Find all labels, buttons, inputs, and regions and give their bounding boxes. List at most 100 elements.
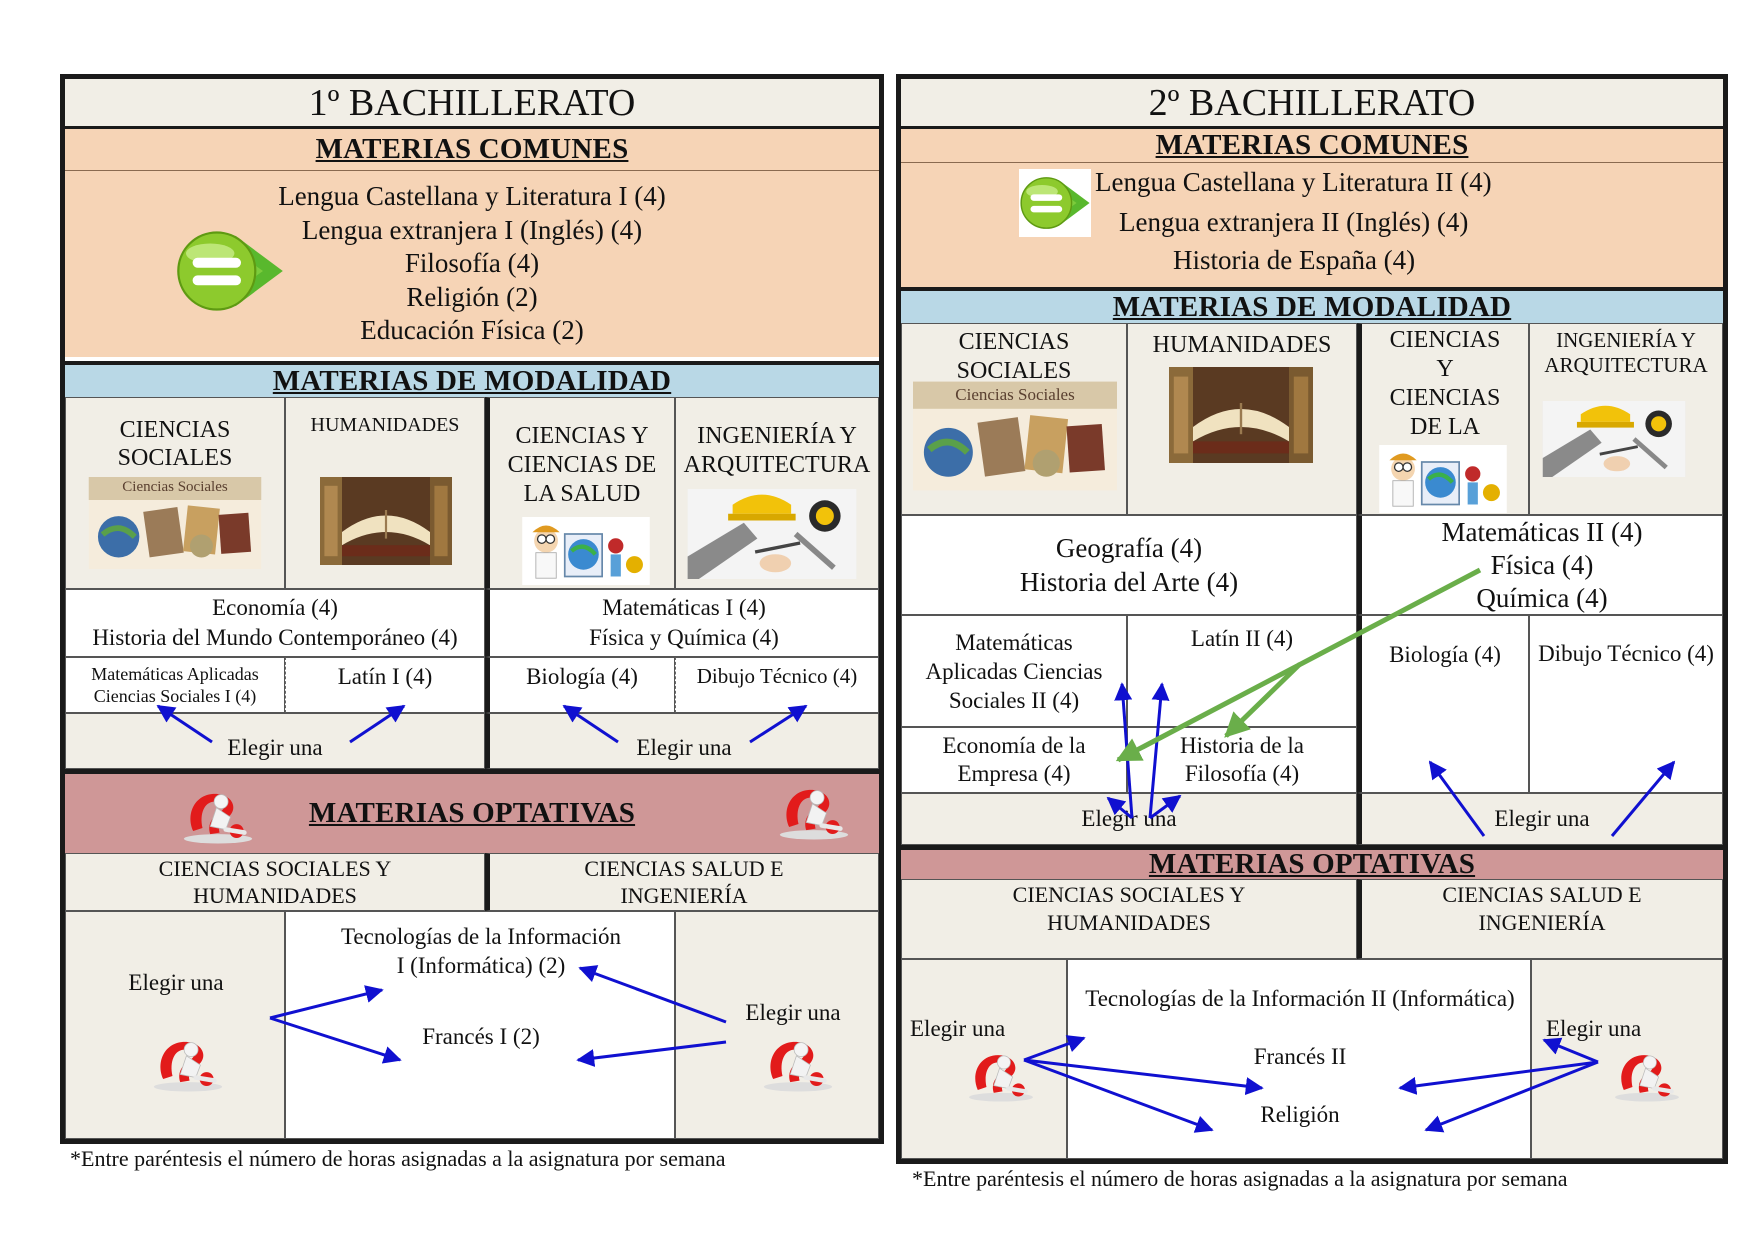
second-historia-filosofia-text: Historia de la Filosofía (4) bbox=[1180, 733, 1304, 786]
second-opt-tic: Tecnologías de la Información II (Inform… bbox=[1085, 986, 1515, 1011]
second-elegir-right: Elegir una bbox=[1357, 793, 1723, 845]
first-cc-ing-subjects: Matemáticas I (4) Física y Química (4) bbox=[485, 589, 879, 657]
question-figure-icon bbox=[757, 1031, 839, 1093]
first-comunes-list: Lengua Castellana y Literatura I (4) Len… bbox=[65, 171, 879, 357]
second-opt-frances: Francés II bbox=[1253, 1044, 1347, 1069]
second-social-collage: Ciencias Sociales bbox=[913, 381, 1117, 491]
equals-arrow-icon bbox=[175, 227, 285, 315]
first-elegir-left-text: Elegir una bbox=[227, 735, 323, 760]
first-opt-left: Elegir una bbox=[65, 911, 285, 1139]
second-historia-filosofia: Historia de la Filosofía (4) bbox=[1127, 727, 1357, 793]
first-comun-2: Lengua extranjera I (Inglés) (4) bbox=[301, 214, 643, 245]
first-dibujo: Dibujo Técnico (4) bbox=[675, 657, 879, 713]
first-opt-right: Elegir una bbox=[675, 911, 879, 1139]
first-mod-ccss-label: CIENCIAS SOCIALES bbox=[117, 417, 233, 471]
first-opt-left-elegir: Elegir una bbox=[128, 970, 224, 995]
second-opt-col2-text: CIENCIAS SALUD E INGENIERÍA bbox=[1442, 882, 1642, 935]
first-mat-aplicadas-text: Matemáticas Aplicadas Ciencias Sociales … bbox=[91, 664, 259, 706]
equals-arrow-icon bbox=[1019, 173, 1091, 233]
second-mat-aplicadas-text: Matemáticas Aplicadas Ciencias Sociales … bbox=[925, 629, 1103, 713]
second-quimica: Química (4) bbox=[1476, 582, 1608, 613]
second-biologia: Biología (4) bbox=[1357, 615, 1529, 793]
first-comun-5: Educación Física (2) bbox=[360, 315, 584, 346]
second-equals-frame bbox=[1019, 169, 1091, 237]
first-social-collage: Ciencias Sociales bbox=[87, 477, 263, 569]
second-matematicas-ii: Matemáticas II (4) bbox=[1441, 516, 1643, 547]
question-figure-icon bbox=[961, 1045, 1041, 1103]
question-figure-icon bbox=[1607, 1045, 1687, 1103]
first-elegir-right: Elegir una bbox=[485, 713, 879, 769]
first-economia: Economía (4) bbox=[212, 595, 338, 620]
second-opt-col1: CIENCIAS SOCIALES Y HUMANIDADES bbox=[901, 879, 1357, 959]
first-elegir-left: Elegir una bbox=[65, 713, 485, 769]
first-comun-3: Filosofía (4) bbox=[404, 248, 540, 279]
second-historia-arte: Historia del Arte (4) bbox=[1019, 567, 1239, 597]
second-comun-1: Lengua Castellana y Literatura II (4) bbox=[1095, 167, 1492, 197]
second-optativas-header: MATERIAS OPTATIVAS bbox=[901, 845, 1723, 880]
first-mod-hum-label: HUMANIDADES bbox=[310, 414, 460, 436]
first-dibujo-text: Dibujo Técnico (4) bbox=[696, 664, 858, 688]
first-opt-frances: Francés I (2) bbox=[422, 1024, 540, 1049]
second-mod-hum-label: HUMANIDADES bbox=[1152, 332, 1332, 358]
question-figure-icon bbox=[147, 1031, 229, 1093]
first-comun-1: Lengua Castellana y Literatura I (4) bbox=[278, 181, 666, 212]
first-historia-mundo: Historia del Mundo Contemporáneo (4) bbox=[92, 625, 458, 650]
first-matematicas-i: Matemáticas I (4) bbox=[602, 595, 766, 620]
second-comun-3: Historia de España (4) bbox=[1173, 245, 1416, 275]
engineering-tools-icon bbox=[685, 489, 859, 579]
second-latin: Latín II (4) bbox=[1127, 615, 1357, 727]
second-ccss-hum-subjects: Geografía (4) Historia del Arte (4) bbox=[901, 515, 1357, 615]
books-icon bbox=[1163, 367, 1319, 463]
second-elegir-left-text: Elegir una bbox=[1081, 806, 1177, 831]
first-mat-aplicadas: Matemáticas Aplicadas Ciencias Sociales … bbox=[65, 657, 285, 713]
first-latin-text: Latín I (4) bbox=[337, 664, 433, 689]
first-biologia: Biología (4) bbox=[485, 657, 675, 713]
second-dibujo-text: Dibujo Técnico (4) bbox=[1538, 641, 1714, 666]
second-comunes-header: MATERIAS COMUNES bbox=[901, 129, 1723, 163]
second-dibujo: Dibujo Técnico (4) bbox=[1529, 615, 1723, 793]
second-year-title: 2º BACHILLERATO bbox=[901, 79, 1723, 129]
second-opt-left-elegir: Elegir una bbox=[910, 1016, 1006, 1041]
second-footnote: *Entre paréntesis el número de horas asi… bbox=[912, 1166, 1568, 1191]
first-elegir-right-text: Elegir una bbox=[636, 735, 732, 760]
second-geografia: Geografía (4) bbox=[1055, 533, 1203, 563]
first-comunes-header: MATERIAS COMUNES bbox=[65, 129, 879, 171]
books-icon bbox=[317, 477, 455, 565]
first-modalidad-header: MATERIAS DE MODALIDAD bbox=[65, 361, 879, 397]
first-biologia-text: Biología (4) bbox=[526, 664, 638, 689]
question-figure-icon bbox=[177, 783, 259, 845]
first-opt-right-elegir: Elegir una bbox=[745, 1000, 841, 1025]
engineering-tools-icon bbox=[1541, 401, 1687, 477]
second-latin-text: Latín II (4) bbox=[1190, 626, 1294, 651]
first-mod-ing-label: INGENIERÍA Y ARQUITECTURA bbox=[683, 423, 871, 478]
second-mod-ccss-label: CIENCIAS SOCIALES bbox=[956, 329, 1072, 384]
first-latin: Latín I (4) bbox=[285, 657, 485, 713]
first-year-panel: 1º BACHILLERATO MATERIAS COMUNES Lengua … bbox=[60, 74, 884, 1144]
question-figure-icon bbox=[773, 779, 855, 841]
first-footnote: *Entre paréntesis el número de horas asi… bbox=[70, 1146, 726, 1171]
second-fisica: Física (4) bbox=[1490, 549, 1594, 580]
second-economia-empresa: Economía de la Empresa (4) bbox=[901, 727, 1127, 793]
second-opt-right-elegir: Elegir una bbox=[1546, 1016, 1642, 1041]
first-fisica-quimica: Física y Química (4) bbox=[589, 625, 779, 650]
second-elegir-right-text: Elegir una bbox=[1494, 806, 1590, 831]
first-opt-col1: CIENCIAS SOCIALES Y HUMANIDADES bbox=[65, 853, 485, 911]
second-modalidad-header: MATERIAS DE MODALIDAD bbox=[901, 287, 1723, 323]
first-opt-middle: Tecnologías de la Información I (Informá… bbox=[285, 911, 675, 1139]
second-cc-ing-subjects: Matemáticas II (4) Física (4) Química (4… bbox=[1357, 515, 1723, 615]
second-opt-middle: Tecnologías de la Información II (Inform… bbox=[1067, 959, 1531, 1159]
second-opt-col1-text: CIENCIAS SOCIALES Y HUMANIDADES bbox=[1012, 882, 1246, 935]
first-comun-4: Religión (2) bbox=[406, 281, 538, 312]
first-social-img-label: Ciencias Sociales bbox=[122, 479, 228, 495]
second-comun-2: Lengua extranjera II (Inglés) (4) bbox=[1119, 207, 1469, 237]
first-year-title: 1º BACHILLERATO bbox=[65, 79, 879, 129]
second-elegir-left: Elegir una bbox=[901, 793, 1357, 845]
science-kid-icon bbox=[511, 517, 661, 585]
second-mod-ing-label: INGENIERÍA Y ARQUITECTURA bbox=[1544, 328, 1708, 377]
first-ccss-hum-subjects: Economía (4) Historia del Mundo Contempo… bbox=[65, 589, 485, 657]
second-opt-religion: Religión bbox=[1260, 1102, 1340, 1127]
second-mat-aplicadas: Matemáticas Aplicadas Ciencias Sociales … bbox=[901, 615, 1127, 727]
first-opt-col1-text: CIENCIAS SOCIALES Y HUMANIDADES bbox=[158, 856, 392, 908]
second-biologia-text: Biología (4) bbox=[1389, 642, 1501, 667]
first-mod-cc-label: CIENCIAS Y CIENCIAS DE LA SALUD bbox=[507, 423, 657, 507]
